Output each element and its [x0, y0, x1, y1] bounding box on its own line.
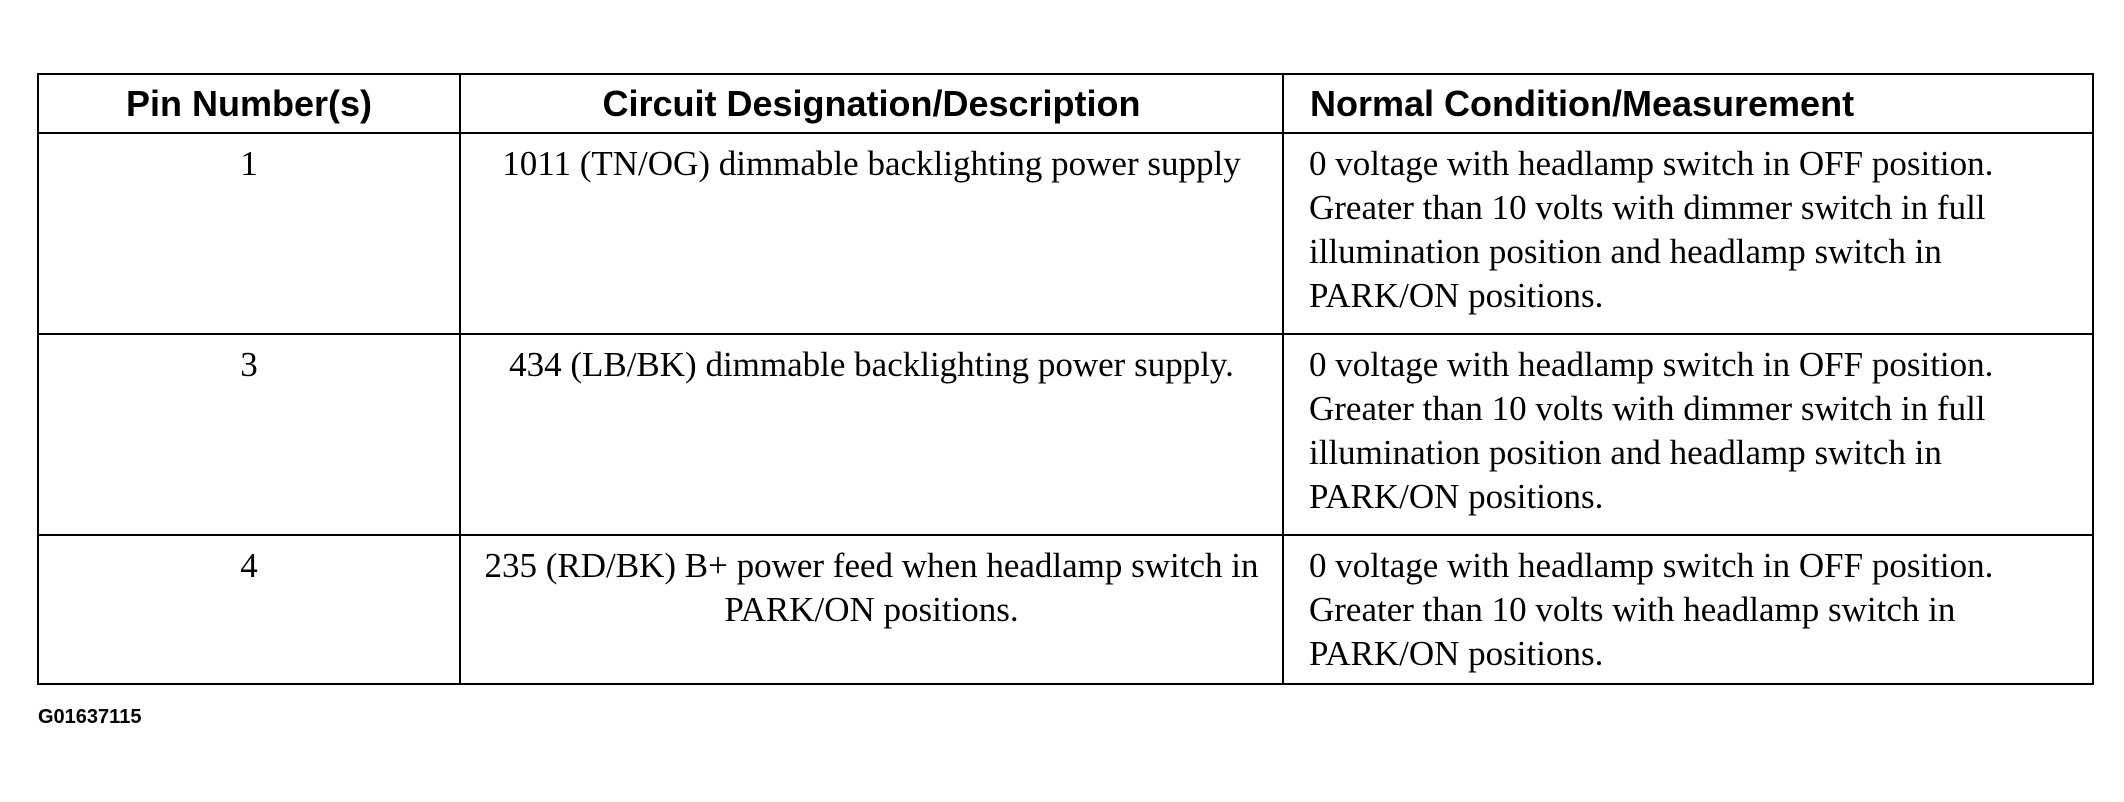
table-body: 1 1011 (TN/OG) dimmable backlighting pow…: [37, 132, 2094, 685]
table-header: Pin Number(s) Circuit Designation/Descri…: [37, 73, 2094, 134]
pin-number-cell: 4: [37, 534, 461, 685]
condition-measurement-cell: 0 voltage with headlamp switch in OFF po…: [1282, 333, 2094, 536]
circuit-description-cell: 434 (LB/BK) dimmable backlighting power …: [459, 333, 1284, 536]
header-normal-condition: Normal Condition/Measurement: [1282, 73, 2094, 134]
header-circuit-designation: Circuit Designation/Description: [459, 73, 1284, 134]
circuit-description-cell: 235 (RD/BK) B+ power feed when headlamp …: [459, 534, 1284, 685]
table-row: 3 434 (LB/BK) dimmable backlighting powe…: [37, 333, 2094, 536]
circuit-description-cell: 1011 (TN/OG) dimmable backlighting power…: [459, 132, 1284, 335]
condition-measurement-cell: 0 voltage with headlamp switch in OFF po…: [1282, 534, 2094, 685]
header-pin-numbers: Pin Number(s): [37, 73, 461, 134]
figure-id-label: G01637115: [38, 706, 142, 728]
table-row: 1 1011 (TN/OG) dimmable backlighting pow…: [37, 132, 2094, 335]
header-row: Pin Number(s) Circuit Designation/Descri…: [37, 73, 2094, 134]
pin-circuit-table: Pin Number(s) Circuit Designation/Descri…: [37, 73, 2094, 685]
pin-number-cell: 1: [37, 132, 461, 335]
pin-number-cell: 3: [37, 333, 461, 536]
condition-measurement-cell: 0 voltage with headlamp switch in OFF po…: [1282, 132, 2094, 335]
table-row: 4 235 (RD/BK) B+ power feed when headlam…: [37, 534, 2094, 685]
